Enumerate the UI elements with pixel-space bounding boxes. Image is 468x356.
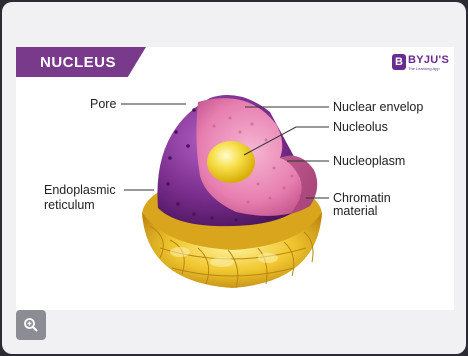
label-endoplasmic: Endoplasmic xyxy=(44,184,116,197)
label-nucleoplasm: Nucleoplasm xyxy=(333,155,405,168)
label-material: material xyxy=(333,205,377,218)
nucleolus xyxy=(207,141,255,183)
label-reticulum: reticulum xyxy=(44,199,95,212)
label-pore: Pore xyxy=(90,98,116,111)
zoom-button[interactable] xyxy=(16,310,46,340)
zoom-in-icon xyxy=(23,317,39,333)
label-nuclear-envelope: Nuclear envelop xyxy=(333,101,423,114)
label-nucleolus: Nucleolus xyxy=(333,121,388,134)
